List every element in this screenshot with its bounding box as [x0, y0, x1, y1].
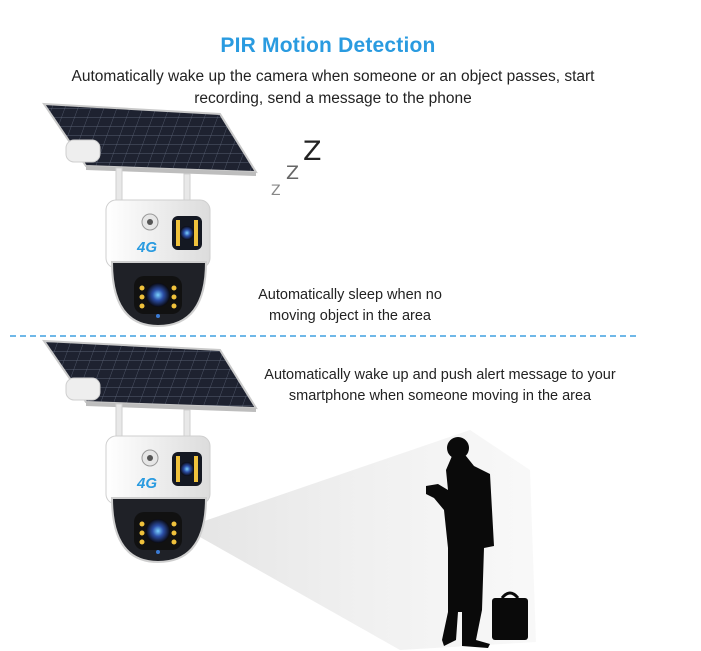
person-silhouette — [426, 437, 494, 648]
camera-top-housing — [105, 199, 211, 269]
sleep-z-small: Z — [271, 183, 281, 199]
page-title: PIR Motion Detection — [220, 34, 436, 57]
sleep-caption: Automatically sleep when no moving objec… — [258, 287, 442, 324]
panel-mount-bracket — [65, 377, 101, 401]
camera-dome — [110, 261, 208, 328]
4g-badge: 4G — [136, 475, 157, 492]
solar-panel — [42, 339, 258, 412]
section-divider — [10, 335, 636, 337]
4g-badge: 4G — [136, 239, 157, 256]
camera-dome — [110, 497, 208, 564]
wake-caption: Automatically wake up and push alert mes… — [264, 367, 616, 404]
sleep-z-medium: Z — [286, 162, 300, 184]
briefcase — [492, 591, 528, 640]
panel-mount-bracket — [65, 139, 101, 163]
camera-top-housing — [105, 435, 211, 505]
sleep-z-large: Z — [303, 136, 322, 167]
page-subtitle: Automatically wake up the camera when so… — [71, 68, 595, 107]
